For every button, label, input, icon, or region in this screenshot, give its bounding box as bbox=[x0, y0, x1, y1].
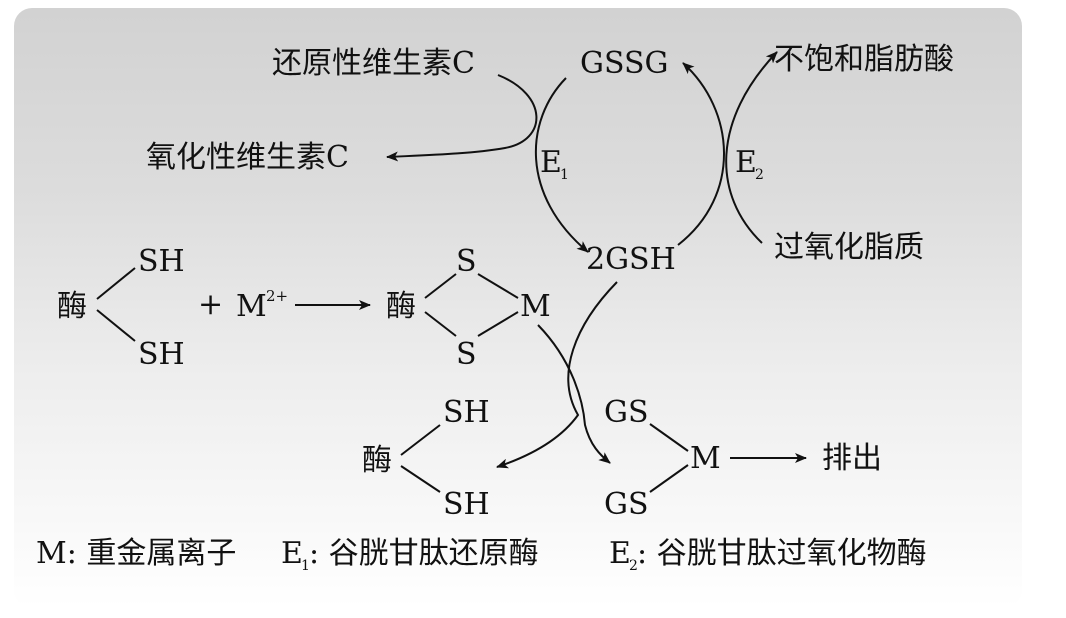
label-s-top: S bbox=[456, 244, 477, 279]
label-oxidized-vitamin-c: 氧化性维生素C bbox=[146, 140, 349, 175]
bond-enzyme-s-bottom bbox=[424, 311, 457, 337]
svg-text:E: E bbox=[735, 145, 757, 180]
label-sh-top-left: SH bbox=[138, 244, 185, 279]
arrow-gsh-to-gssg bbox=[677, 62, 725, 246]
label-plus: + bbox=[198, 287, 223, 322]
label-m-gs-complex: M bbox=[690, 441, 721, 476]
legend-metal-ion: M: 重金属离子 bbox=[36, 536, 236, 571]
arrow-gsh-to-enzyme bbox=[496, 281, 618, 469]
legend-e1-subscript: 1 bbox=[301, 558, 310, 574]
legend-e1-symbol: E bbox=[281, 536, 303, 571]
label-excrete: 排出 bbox=[822, 441, 882, 476]
label-sh-bottom-right: SH bbox=[443, 487, 490, 522]
svg-text:M: M bbox=[236, 289, 267, 324]
bond-enzyme-s-top bbox=[424, 273, 457, 299]
diagram-panel bbox=[14, 8, 1022, 608]
bond-gs-top-m bbox=[649, 423, 689, 452]
svg-text:2+: 2+ bbox=[266, 287, 288, 305]
label-e1: E 1 bbox=[540, 145, 569, 183]
label-enzyme-left: 酶 bbox=[57, 289, 87, 324]
bond-s-bottom-m bbox=[477, 311, 519, 337]
bond-gs-bottom-m bbox=[649, 464, 689, 493]
bond-enzyme2-sh-bottom bbox=[400, 465, 441, 493]
label-reduced-vitamin-c: 还原性维生素C bbox=[272, 46, 475, 81]
svg-text:1: 1 bbox=[560, 167, 569, 183]
bond-enzyme2-sh-top bbox=[400, 424, 441, 456]
bond-s-top-m bbox=[477, 273, 519, 299]
legend-e2-subscript: 2 bbox=[629, 558, 638, 574]
legend-e1-text: : 谷胱甘肽还原酶 bbox=[309, 536, 539, 571]
label-sh-top-right: SH bbox=[443, 395, 490, 430]
label-sh-bottom-left: SH bbox=[138, 337, 185, 372]
label-unsaturated-fatty-acid: 不饱和脂肪酸 bbox=[774, 42, 954, 77]
label-lipid-peroxide: 过氧化脂质 bbox=[774, 230, 924, 265]
bond-enzyme-sh-top bbox=[96, 267, 136, 300]
arrow-vitamin-c bbox=[386, 74, 538, 162]
label-m-complex: M bbox=[520, 289, 551, 324]
label-e2: E 2 bbox=[735, 145, 764, 183]
label-metal-ion: M 2+ bbox=[236, 287, 288, 324]
label-s-bottom: S bbox=[456, 337, 477, 372]
arrow-gssg-to-gsh bbox=[534, 77, 589, 253]
label-gssg: GSSG bbox=[580, 46, 669, 81]
arrow-peroxide-to-fatty-acid bbox=[725, 51, 778, 244]
label-enzyme-regenerated: 酶 bbox=[362, 443, 392, 478]
legend-e2-text: : 谷胱甘肽过氧化物酶 bbox=[637, 536, 927, 571]
legend-e2-symbol: E bbox=[609, 536, 631, 571]
bond-enzyme-sh-bottom bbox=[96, 309, 136, 342]
label-2gsh: 2GSH bbox=[586, 242, 676, 277]
label-gs-top: GS bbox=[604, 395, 649, 430]
arrow-m-to-gs-complex bbox=[537, 324, 611, 464]
svg-text:E: E bbox=[540, 145, 562, 180]
label-gs-bottom: GS bbox=[604, 487, 649, 522]
label-enzyme-complex: 酶 bbox=[386, 289, 416, 324]
legend: M: 重金属离子 E 1 : 谷胱甘肽还原酶 E 2 : 谷胱甘肽过氧化物酶 bbox=[36, 536, 927, 574]
svg-text:2: 2 bbox=[755, 167, 764, 183]
